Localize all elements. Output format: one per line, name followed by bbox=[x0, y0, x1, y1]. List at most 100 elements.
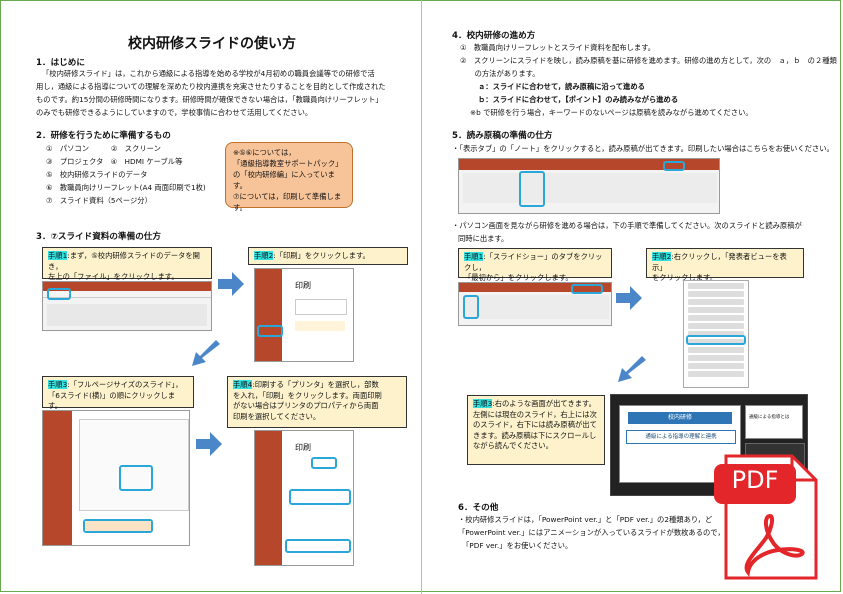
notes-button-highlight[interactable] bbox=[519, 171, 545, 207]
menu-item[interactable] bbox=[688, 307, 744, 313]
arrow-right-icon bbox=[196, 432, 222, 456]
menu-item[interactable] bbox=[688, 355, 744, 361]
step-label: 手順2 bbox=[254, 251, 274, 260]
s3-step1-screenshot: ファイル bbox=[42, 281, 212, 331]
full-page-highlight[interactable] bbox=[83, 519, 153, 533]
step-text: :「スライドショー」のタブをクリックし， bbox=[464, 252, 603, 272]
step-text: :「フルページサイズのスライド」， bbox=[67, 380, 183, 389]
file-tab-highlight[interactable] bbox=[47, 288, 71, 300]
step-text: :右クリックし，「発表者ビューを表示」 bbox=[652, 252, 787, 272]
section1-line: 用し，通級による指導についての理解を深めたり校内連携を充実させたりすることを目的… bbox=[36, 82, 386, 91]
step-label: 手順1 bbox=[464, 252, 484, 261]
copies-highlight[interactable] bbox=[311, 457, 337, 469]
ppt-ribbon bbox=[459, 283, 611, 292]
section1-line: のみでも研修できるようにしていますので，学校事情に合わせて活用してください。 bbox=[36, 108, 313, 117]
step-text: :まず，⑤校内研修スライドのデータを開き， bbox=[48, 251, 200, 271]
backstage-sidebar bbox=[255, 269, 283, 361]
step-text: 印刷を選択してください。 bbox=[233, 411, 321, 421]
note-line: 「通級指導教室サポートパック」 bbox=[233, 158, 343, 168]
s3-step2-screenshot: 印刷 bbox=[254, 268, 354, 362]
section1-line: 「校内研修スライド」は，これから通級による指導を始める学校が4月初めの職員会議等… bbox=[42, 69, 375, 78]
backstage-sidebar bbox=[43, 411, 73, 545]
note-line: ⑦については，印刷して準備します。 bbox=[233, 191, 342, 212]
slide-title: 校内研修 bbox=[628, 412, 732, 424]
six-slide-highlight[interactable] bbox=[119, 465, 153, 491]
s3-step3-callout: 手順3:「フルページサイズのスライド」， 「6スライド(横)」の順にクリックしま… bbox=[42, 376, 194, 410]
section5-line: ・パソコン画面を見ながら研修を進める場合は，下の手順で準備してください。次のスラ… bbox=[452, 221, 802, 230]
presenter-view-highlight[interactable] bbox=[686, 335, 746, 345]
section2-heading: 2．研修を行うために準備するもの bbox=[36, 131, 171, 141]
step-text: 左側には現在のスライド，右上には次 bbox=[473, 409, 597, 419]
slide-subtitle: 通級による指導の理解と連携 bbox=[626, 430, 736, 444]
section4-line: ① 教職員向けリーフレットとスライド資料を配布します。 bbox=[460, 43, 656, 52]
next-slide: 通級による指導とは bbox=[745, 405, 803, 439]
section5-line: ・「表示タブ」の「ノート」をクリックすると，読み原稿が出てきます。印刷したい場合… bbox=[452, 144, 834, 153]
from-beginning-highlight[interactable] bbox=[463, 295, 479, 319]
materials-item: ⑥ 教職員向けリーフレット(A4 両面印刷で1枚) bbox=[46, 183, 206, 192]
full-page-option bbox=[85, 521, 151, 531]
menu-item[interactable] bbox=[688, 347, 744, 353]
section4-note: ※b で研修を行う場合，キーワードのないページは原稿を読みながら進めてください。 bbox=[470, 108, 753, 117]
note-line: の「校内研修編」に入っています。 bbox=[233, 169, 335, 190]
step-text: :右のような画面が出てきます。 bbox=[492, 399, 596, 408]
ppt-ribbon bbox=[459, 159, 719, 170]
section1-line: ものです。約15分間の研修時間になります。研修時間が確保できない場合は，「教職員… bbox=[36, 95, 383, 104]
method-b: ｂ：スライドに合わせて，【ポイント】のみ読みながら進める bbox=[478, 95, 679, 104]
note-line: ※⑤⑥については， bbox=[233, 148, 296, 157]
section4-line: の方法があります。 bbox=[460, 69, 540, 78]
step-text: をクリックします。 bbox=[652, 273, 717, 283]
menu-item[interactable] bbox=[688, 323, 744, 329]
s5-step3-callout: 手順3:右のような画面が出てきます。 左側には現在のスライド，右上には次 のスラ… bbox=[467, 395, 605, 465]
step-label: 手順3 bbox=[48, 380, 68, 389]
step-text: ながら読んでください。 bbox=[473, 441, 553, 451]
menu-item[interactable] bbox=[688, 371, 744, 377]
s3-step1-callout: 手順1:まず，⑤校内研修スライドのデータを開き， 左上の「ファイル」をクリックし… bbox=[42, 247, 212, 281]
step-label: 手順2 bbox=[652, 252, 672, 261]
arrow-down-left-icon bbox=[618, 356, 646, 382]
step-text: :「印刷」をクリックします。 bbox=[273, 251, 370, 260]
menu-item[interactable] bbox=[688, 331, 744, 337]
print-menu-highlight[interactable] bbox=[257, 325, 283, 337]
s3-step4-callout: 手順4:印刷する「プリンタ」を選択し，部数 を入れ，「印刷」をクリックします。両… bbox=[227, 376, 407, 428]
materials-item: ③ プロジェクタ ④ HDMI ケーブル等 bbox=[46, 157, 183, 166]
file-tab-label: ファイル bbox=[50, 291, 71, 297]
step-text: 「最初から」をクリックします。 bbox=[464, 273, 573, 283]
step-label: 手順1 bbox=[48, 251, 68, 260]
ppt-ribbon-tabs bbox=[43, 291, 211, 298]
menu-item[interactable] bbox=[688, 299, 744, 305]
s5-step2-callout: 手順2:右クリックし，「発表者ビューを表示」 をクリックします。 bbox=[646, 248, 804, 282]
section5-line: 同時に出ます。 bbox=[458, 234, 509, 243]
slideshow-tab-highlight[interactable] bbox=[571, 284, 603, 294]
materials-item: ⑦ スライド資料（5ページ分） bbox=[46, 196, 152, 205]
view-ribbon-buttons bbox=[463, 173, 717, 203]
materials-item: ⑤ 校内研修スライドのデータ bbox=[46, 170, 148, 179]
printer-option bbox=[295, 321, 345, 331]
menu-item[interactable] bbox=[688, 363, 744, 369]
section6-line: 「PowerPoint ver.」にはアニメーションが入っているスライドが数枚あ… bbox=[458, 528, 725, 537]
menu-item[interactable] bbox=[688, 315, 744, 321]
s3-step3-screenshot bbox=[42, 410, 190, 546]
arrow-right-icon bbox=[616, 286, 642, 310]
s5-step1-screenshot bbox=[458, 282, 612, 326]
page-title: 校内研修スライドの使い方 bbox=[128, 36, 296, 52]
step-text: がない場合はプリンタのプロパティから両面 bbox=[233, 401, 379, 411]
step-text: きます。読み原稿は下にスクロールし bbox=[473, 430, 597, 440]
menu-item[interactable] bbox=[688, 291, 744, 297]
step-label: 手順3 bbox=[473, 399, 493, 408]
section3-heading: 3．⑦スライド資料の準備の仕方 bbox=[36, 232, 161, 242]
page-divider bbox=[421, 0, 422, 594]
section1-heading: 1．はじめに bbox=[36, 58, 85, 68]
s3-step2-callout: 手順2:「印刷」をクリックします。 bbox=[248, 247, 408, 265]
backstage-sidebar bbox=[255, 431, 283, 565]
materials-item: ① パソコン ② スクリーン bbox=[46, 144, 161, 153]
view-tab-highlight[interactable] bbox=[663, 161, 685, 171]
printer-highlight[interactable] bbox=[289, 489, 351, 505]
arrow-down-left-icon bbox=[192, 340, 220, 366]
step-label: 手順4 bbox=[233, 380, 253, 389]
menu-item[interactable] bbox=[688, 339, 744, 345]
duplex-highlight[interactable] bbox=[285, 539, 351, 553]
menu-item[interactable] bbox=[688, 283, 744, 289]
s5-step1-callout: 手順1:「スライドショー」のタブをクリックし， 「最初から」をクリックします。 bbox=[458, 248, 612, 282]
print-option bbox=[295, 299, 347, 315]
